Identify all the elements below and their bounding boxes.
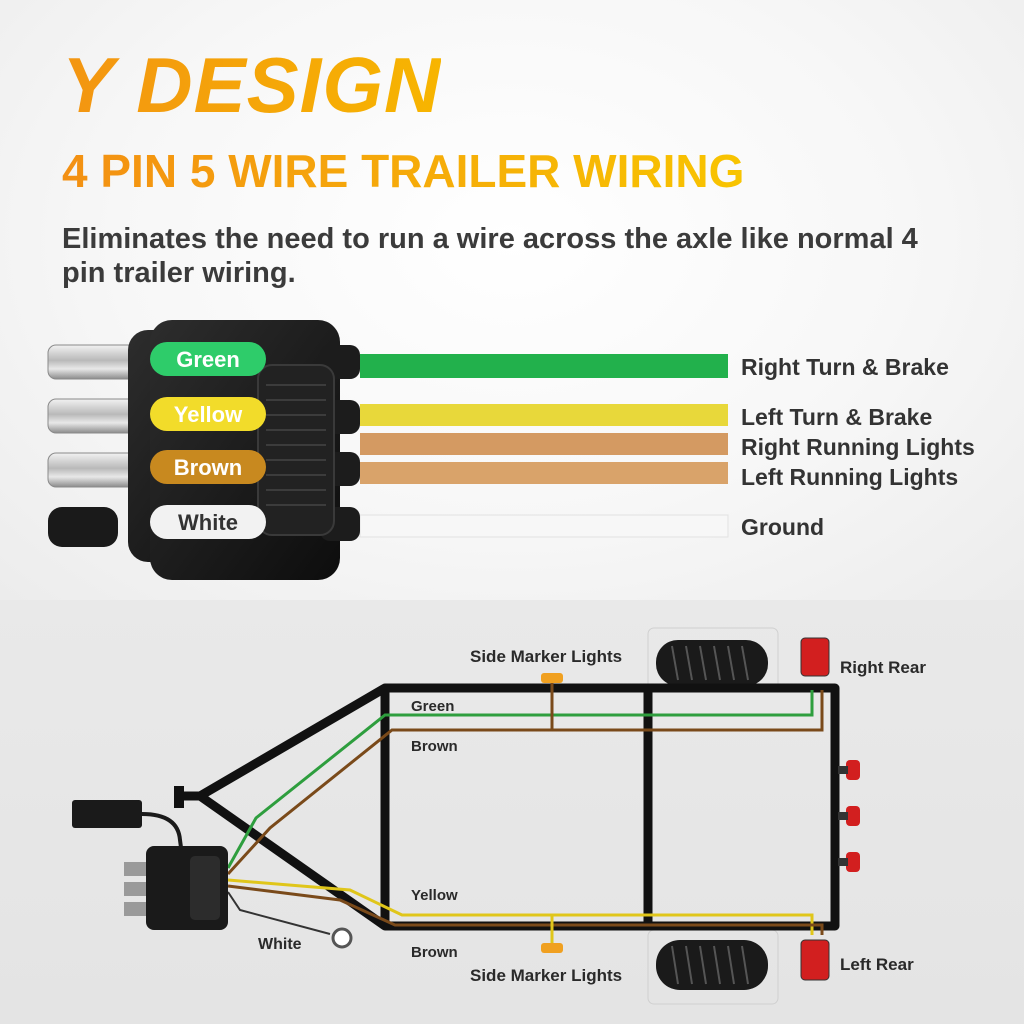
tire-top: [656, 640, 768, 686]
pill-green-label: Green: [176, 347, 240, 372]
page-title: Y DESIGN: [62, 41, 442, 129]
wire-label-ground: Ground: [741, 514, 824, 540]
trailer-diagram: Side Marker Lights Side Marker Lights Ri…: [72, 627, 926, 1005]
connector-illustration: Green Yellow Brown White Right Turn & Br…: [47, 320, 975, 580]
diagram-wire-white: [227, 891, 331, 935]
wire-white: [359, 514, 729, 538]
pill-white-label: White: [178, 510, 238, 535]
side-clearance-lights: [838, 760, 860, 872]
diagram-wire-brown-top: [226, 690, 824, 876]
diagram-label-brown-top: Brown: [411, 738, 458, 755]
pill-brown-label: Brown: [174, 455, 242, 480]
right-rear-lamp: [800, 637, 830, 677]
side-marker-bottom-label: Side Marker Lights: [470, 966, 622, 985]
wire-green: [360, 354, 728, 378]
ground-ring: [331, 927, 353, 949]
side-marker-top: [541, 673, 563, 683]
wire-label-left-turn: Left Turn & Brake: [741, 404, 932, 430]
wire-label-right-turn: Right Turn & Brake: [741, 354, 949, 380]
diagram-label-white: White: [258, 936, 302, 953]
diagram-label-green: Green: [411, 698, 454, 715]
pill-yellow: Yellow: [150, 397, 266, 431]
diagram-label-yellow: Yellow: [411, 887, 458, 904]
description: Eliminates the need to run a wire across…: [62, 223, 918, 289]
wire-brown-1: [360, 433, 728, 455]
tire-bottom: [656, 940, 768, 990]
diagram-wire-green: [226, 690, 814, 869]
small-connector: [72, 800, 228, 930]
right-rear-label: Right Rear: [840, 658, 926, 677]
pill-brown: Brown: [150, 450, 266, 484]
diagram-wire-yellow: [227, 878, 814, 935]
left-rear-label: Left Rear: [840, 955, 914, 974]
diagram-label-brown-bottom: Brown: [411, 944, 458, 961]
pill-green: Green: [150, 342, 266, 376]
connector-body: [128, 320, 360, 580]
wire-label-left-running: Left Running Lights: [741, 464, 958, 490]
pin-terminals: [47, 344, 139, 547]
side-marker-bottom: [541, 943, 563, 953]
diagram-wire-brown-bottom: [227, 884, 824, 935]
pill-white: White: [150, 505, 266, 539]
wire-brown-2: [360, 462, 728, 484]
wire-yellow: [360, 404, 728, 426]
trailer-frame: [178, 683, 840, 931]
page-subtitle: 4 PIN 5 WIRE TRAILER WIRING: [62, 145, 745, 197]
side-marker-top-label: Side Marker Lights: [470, 647, 622, 666]
wire-label-right-running: Right Running Lights: [741, 434, 975, 460]
pill-yellow-label: Yellow: [174, 402, 243, 427]
left-rear-lamp: [800, 939, 830, 981]
